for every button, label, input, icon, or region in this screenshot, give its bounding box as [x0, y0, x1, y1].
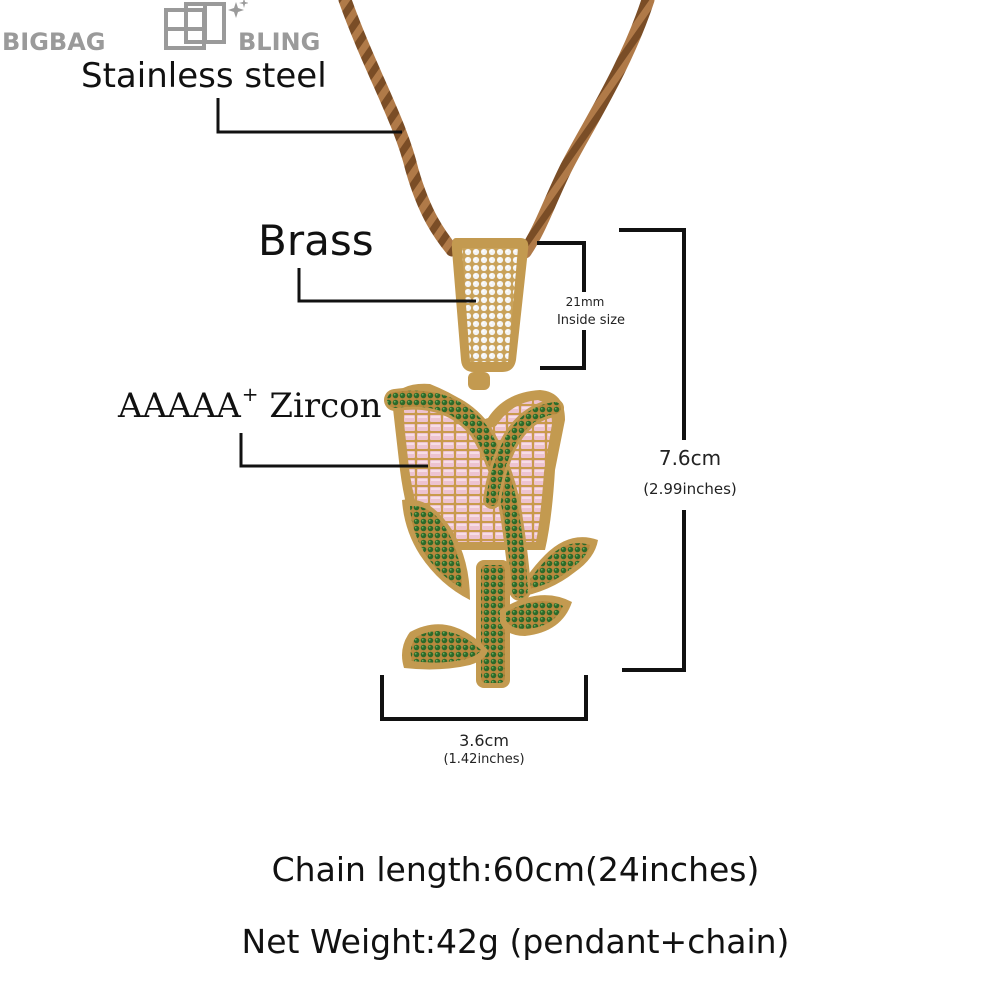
bail-size-note: Inside size — [556, 313, 626, 328]
height-bracket-upper — [619, 228, 686, 440]
chain-length-spec: Chain length:60cm(24inches) — [271, 850, 760, 889]
stone-grade: AAAAA — [118, 386, 241, 426]
callout-lines — [216, 98, 476, 468]
bail-icon — [451, 238, 529, 390]
rope-chain-icon — [338, 0, 655, 259]
height-imperial-value: (2.99inches) — [643, 480, 737, 498]
dimension-brackets — [380, 228, 686, 721]
brand-right-text: BLING — [238, 28, 321, 56]
bail-size-bracket — [537, 241, 586, 292]
brass-leader-line — [297, 268, 476, 303]
rose-pendant-icon — [384, 383, 598, 688]
brand-left-text: BIGBAG — [2, 28, 106, 56]
chain-material-label: Stainless steel — [81, 56, 327, 96]
bail-size-value: 21mm — [565, 295, 605, 309]
bail-size-bracket-lower — [540, 330, 586, 370]
logo-mark-icon — [164, 0, 248, 50]
stone-label: AAAAA+ Zircon — [118, 382, 382, 426]
brand-logo: BIGBAG BLING — [0, 0, 350, 56]
stone-name: Zircon — [269, 386, 382, 426]
steel-leader-line — [216, 98, 402, 134]
stone-grade-plus: + — [241, 382, 259, 406]
width-imperial-value: (1.42inches) — [443, 752, 525, 767]
width-bracket — [380, 675, 588, 721]
zircon-leader-line — [239, 433, 428, 468]
net-weight-spec: Net Weight:42g (pendant+chain) — [241, 922, 790, 961]
height-bracket-lower — [622, 510, 686, 672]
width-metric-value: 3.6cm — [459, 731, 509, 750]
bail-material-label: Brass — [258, 216, 374, 265]
height-metric-value: 7.6cm — [658, 446, 722, 470]
